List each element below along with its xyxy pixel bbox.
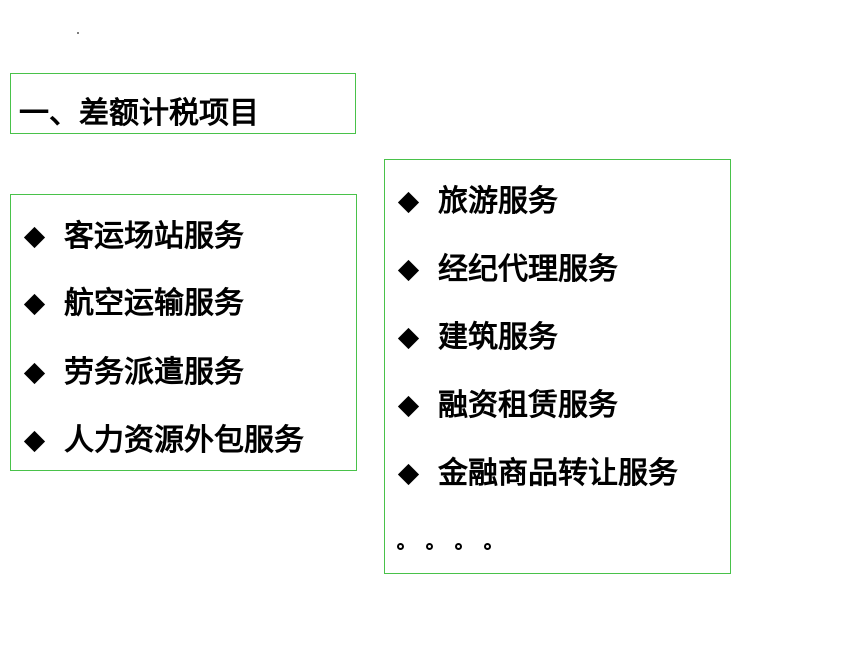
list-item: 旅游服务 xyxy=(397,184,558,220)
list-item-label: 客运场站服务 xyxy=(64,219,244,254)
list-item-label: 人力资源外包服务 xyxy=(64,423,304,458)
list-item-label: 经纪代理服务 xyxy=(438,252,618,287)
right-services-box: 旅游服务 经纪代理服务 建筑服务 融资租赁服务 金融商品转让服务 xyxy=(384,159,731,574)
diamond-bullet-icon xyxy=(23,226,46,248)
list-item-label: 航空运输服务 xyxy=(64,286,244,321)
ellipsis-circle-icon xyxy=(397,543,404,550)
diamond-bullet-icon xyxy=(23,293,46,315)
list-item: 融资租赁服务 xyxy=(397,388,618,424)
diamond-bullet-icon xyxy=(23,362,46,384)
title-box: 一、差额计税项目 xyxy=(10,73,356,134)
diamond-bullet-icon xyxy=(397,395,420,417)
list-item-label: 旅游服务 xyxy=(438,184,558,219)
left-services-box: 客运场站服务 航空运输服务 劳务派遣服务 人力资源外包服务 xyxy=(10,194,357,471)
list-item-label: 建筑服务 xyxy=(438,320,558,355)
diamond-bullet-icon xyxy=(397,463,420,485)
diamond-bullet-icon xyxy=(23,430,46,452)
list-item-label: 融资租赁服务 xyxy=(438,388,618,423)
ellipsis-circle-icon xyxy=(455,543,462,550)
page-title: 一、差额计税项目 xyxy=(19,96,259,131)
list-item: 经纪代理服务 xyxy=(397,252,618,288)
diamond-bullet-icon xyxy=(397,191,420,213)
list-item-label: 金融商品转让服务 xyxy=(438,456,678,491)
decorative-dot xyxy=(77,32,79,34)
list-item: 航空运输服务 xyxy=(23,286,244,322)
list-item: 建筑服务 xyxy=(397,320,558,356)
list-item: 金融商品转让服务 xyxy=(397,456,678,492)
ellipsis-circle-icon xyxy=(484,543,491,550)
list-item: 劳务派遣服务 xyxy=(23,355,244,391)
list-item: 人力资源外包服务 xyxy=(23,423,304,459)
list-item: 客运场站服务 xyxy=(23,219,244,255)
ellipsis-marks xyxy=(397,543,491,550)
diamond-bullet-icon xyxy=(397,259,420,281)
ellipsis-circle-icon xyxy=(426,543,433,550)
list-item-label: 劳务派遣服务 xyxy=(64,355,244,390)
diamond-bullet-icon xyxy=(397,327,420,349)
